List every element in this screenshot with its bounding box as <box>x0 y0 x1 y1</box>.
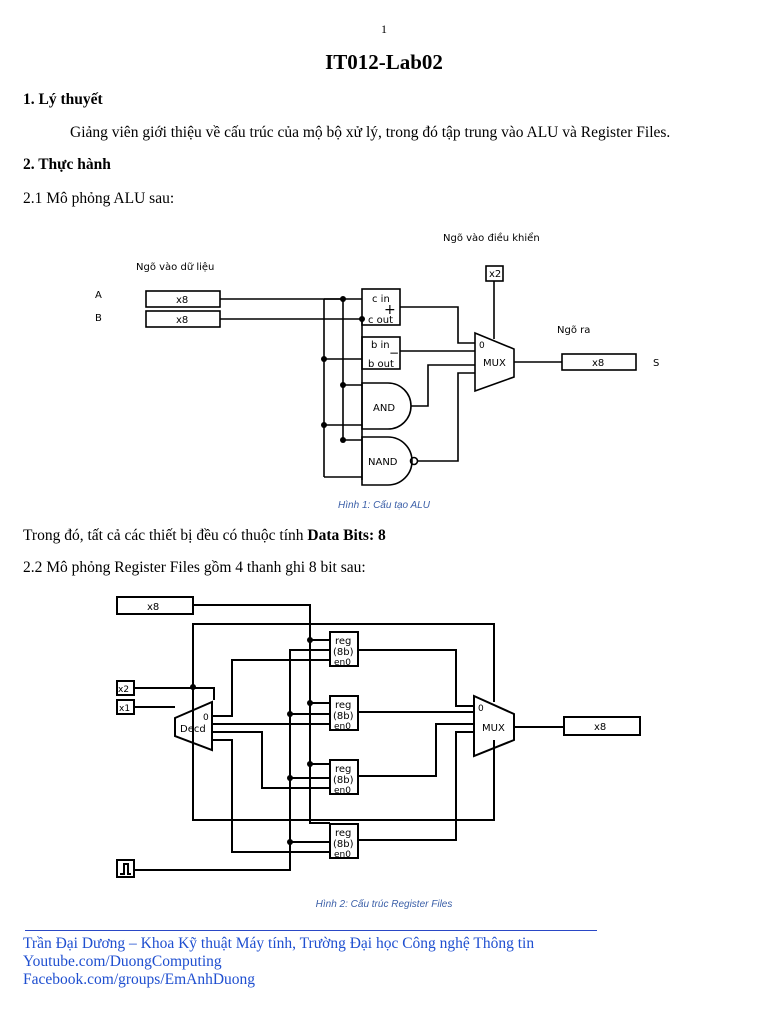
alu-output: x8 <box>592 358 604 369</box>
regfile-mux-label: MUX <box>482 723 505 734</box>
alu-label-data-in: Ngõ vào dữ liệu <box>136 261 214 273</box>
alu-pin-b: B <box>95 313 102 324</box>
nand-label: NAND <box>368 457 398 468</box>
alu-output-box <box>561 353 637 371</box>
alu-pin-s: S <box>653 358 659 369</box>
reg3-label3: en0 <box>334 850 351 860</box>
regfile-output: x8 <box>594 722 606 733</box>
reg0-label1: reg <box>335 636 351 647</box>
reg0-label2: (8b) <box>333 647 354 658</box>
alu-ctrl: x2 <box>489 269 501 280</box>
footer-facebook-link[interactable]: Facebook.com/groups/EmAnhDuong <box>23 971 256 988</box>
subsection-alu: 2.1 Mô phỏng ALU sau: <box>23 190 175 207</box>
alu-pin-a: A <box>95 290 102 301</box>
decoder-label: Decd <box>180 724 206 735</box>
page-number: 1 <box>381 22 387 36</box>
section1-text: Giảng viên giới thiệu về cấu trúc của mộ… <box>70 124 671 141</box>
sub-symbol: − <box>389 346 399 360</box>
decoder <box>174 700 213 752</box>
alu-label-out: Ngõ ra <box>557 325 590 336</box>
reg2-label3: en0 <box>334 786 351 796</box>
section2-heading: 2. Thực hành <box>23 156 111 173</box>
footer-author: Trần Đại Dương – Khoa Kỹ thuật Máy tính,… <box>23 935 535 952</box>
regfile-output-box <box>563 716 641 736</box>
clock-box <box>116 859 135 878</box>
alu-mux <box>474 331 515 393</box>
alu-label-ctrl-in: Ngõ vào điều khiển <box>443 231 540 244</box>
regfile-mux-zero: 0 <box>478 704 484 714</box>
regfile-sel-lo: x1 <box>119 704 130 714</box>
sub-bout: b out <box>368 359 394 370</box>
footer-youtube-link[interactable]: Youtube.com/DuongComputing <box>23 953 222 970</box>
regfile-caption: Hình 2: Cấu trúc Register Files <box>315 899 453 910</box>
and-label: AND <box>373 403 395 414</box>
footer-divider <box>25 930 597 931</box>
subtractor-block <box>361 336 401 370</box>
alu-input-b: x8 <box>176 315 188 326</box>
reg2-label1: reg <box>335 764 351 775</box>
subsection-regfile: 2.2 Mô phỏng Register Files gồm 4 thanh … <box>23 559 366 576</box>
reg3-label1: reg <box>335 828 351 839</box>
alu-caption: Hình 1: Cấu tạo ALU <box>338 500 430 511</box>
alu-mux-zero: 0 <box>479 341 485 351</box>
reg1-label3: en0 <box>334 722 351 732</box>
reg3-label2: (8b) <box>333 839 354 850</box>
section1-heading: 1. Lý thuyết <box>23 91 103 108</box>
page-title: IT012-Lab02 <box>325 50 443 74</box>
adder-cout: c out <box>368 315 393 326</box>
adder-symbol: + <box>384 302 396 318</box>
regfile-diagram: x8 x2 x1 Decd 0 reg (8b) en0 reg (8b) en… <box>116 596 641 878</box>
sub-bin: b in <box>371 340 390 351</box>
decoder-zero: 0 <box>203 713 209 723</box>
and-gate <box>361 382 412 430</box>
reg0-label3: en0 <box>334 658 351 668</box>
regfile-sel-hi: x2 <box>118 685 129 695</box>
reg1-label1: reg <box>335 700 351 711</box>
regfile-mux <box>473 694 515 758</box>
alu-diagram: Ngõ vào dữ liệu Ngõ vào điều khiển Ngõ r… <box>95 231 659 486</box>
adder-cin: c in <box>372 294 390 305</box>
reg2-label2: (8b) <box>333 775 354 786</box>
alu-input-a: x8 <box>176 295 188 306</box>
alu-mux-label: MUX <box>483 358 506 369</box>
alu-note: Trong đó, tất cả các thiết bị đều có thu… <box>23 527 386 544</box>
regfile-data-in: x8 <box>147 602 159 613</box>
reg1-label2: (8b) <box>333 711 354 722</box>
